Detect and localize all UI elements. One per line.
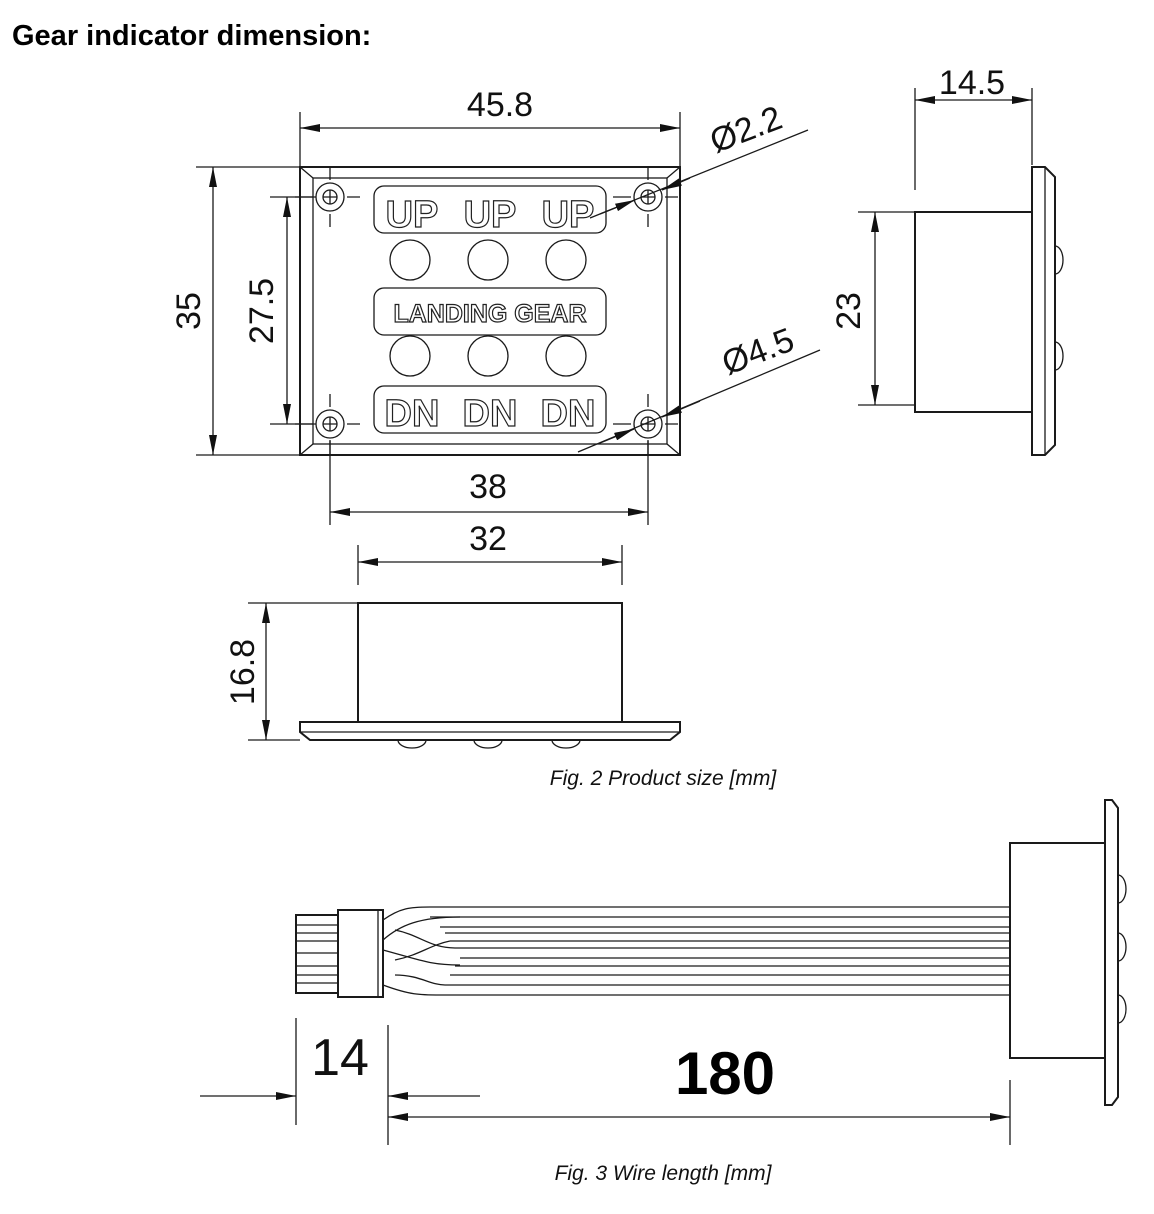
page-title: Gear indicator dimension:: [12, 20, 371, 52]
wire-view: 14 180: [200, 799, 1127, 1145]
label-dn: DN: [385, 393, 440, 435]
label-up: UP: [386, 194, 439, 236]
dim-hole-horizontal: 38: [469, 468, 507, 506]
side-view: 14.5 23: [830, 64, 1064, 456]
dim-depth-side: 14.5: [939, 64, 1005, 102]
dim-body-width: 32: [469, 520, 507, 558]
label-up: UP: [542, 194, 595, 236]
mounting-holes: [295, 167, 678, 454]
led-row-bottom: [389, 335, 587, 377]
label-dn: DN: [541, 393, 596, 435]
dim-height: 35: [170, 292, 208, 330]
dim-body-height-side: 23: [830, 292, 868, 330]
dim-hole-vertical: 27.5: [243, 278, 281, 344]
bottom-view: 16.8: [224, 602, 681, 749]
dimensions-front: 45.8 Ø2.2 Ø4.5 35 27.5 38 32: [170, 86, 821, 585]
fig2-caption: Fig. 2 Product size [mm]: [550, 767, 778, 790]
dim-width: 45.8: [467, 86, 533, 124]
led-row-top: [389, 239, 587, 281]
front-view: UP UP UP LANDING GEAR DN DN DN: [295, 166, 681, 456]
dim-depth-bottom: 16.8: [224, 639, 262, 705]
fig3-caption: Fig. 3 Wire length [mm]: [555, 1162, 773, 1185]
wires: [394, 906, 1010, 996]
label-up: UP: [464, 194, 517, 236]
dim-connector-length: 14: [311, 1029, 369, 1087]
dim-small-hole: Ø2.2: [705, 99, 787, 161]
label-dn: DN: [463, 393, 518, 435]
dim-wire-length: 180: [675, 1040, 775, 1107]
label-landing-gear: LANDING GEAR: [393, 300, 586, 328]
dim-large-hole: Ø4.5: [717, 321, 799, 383]
